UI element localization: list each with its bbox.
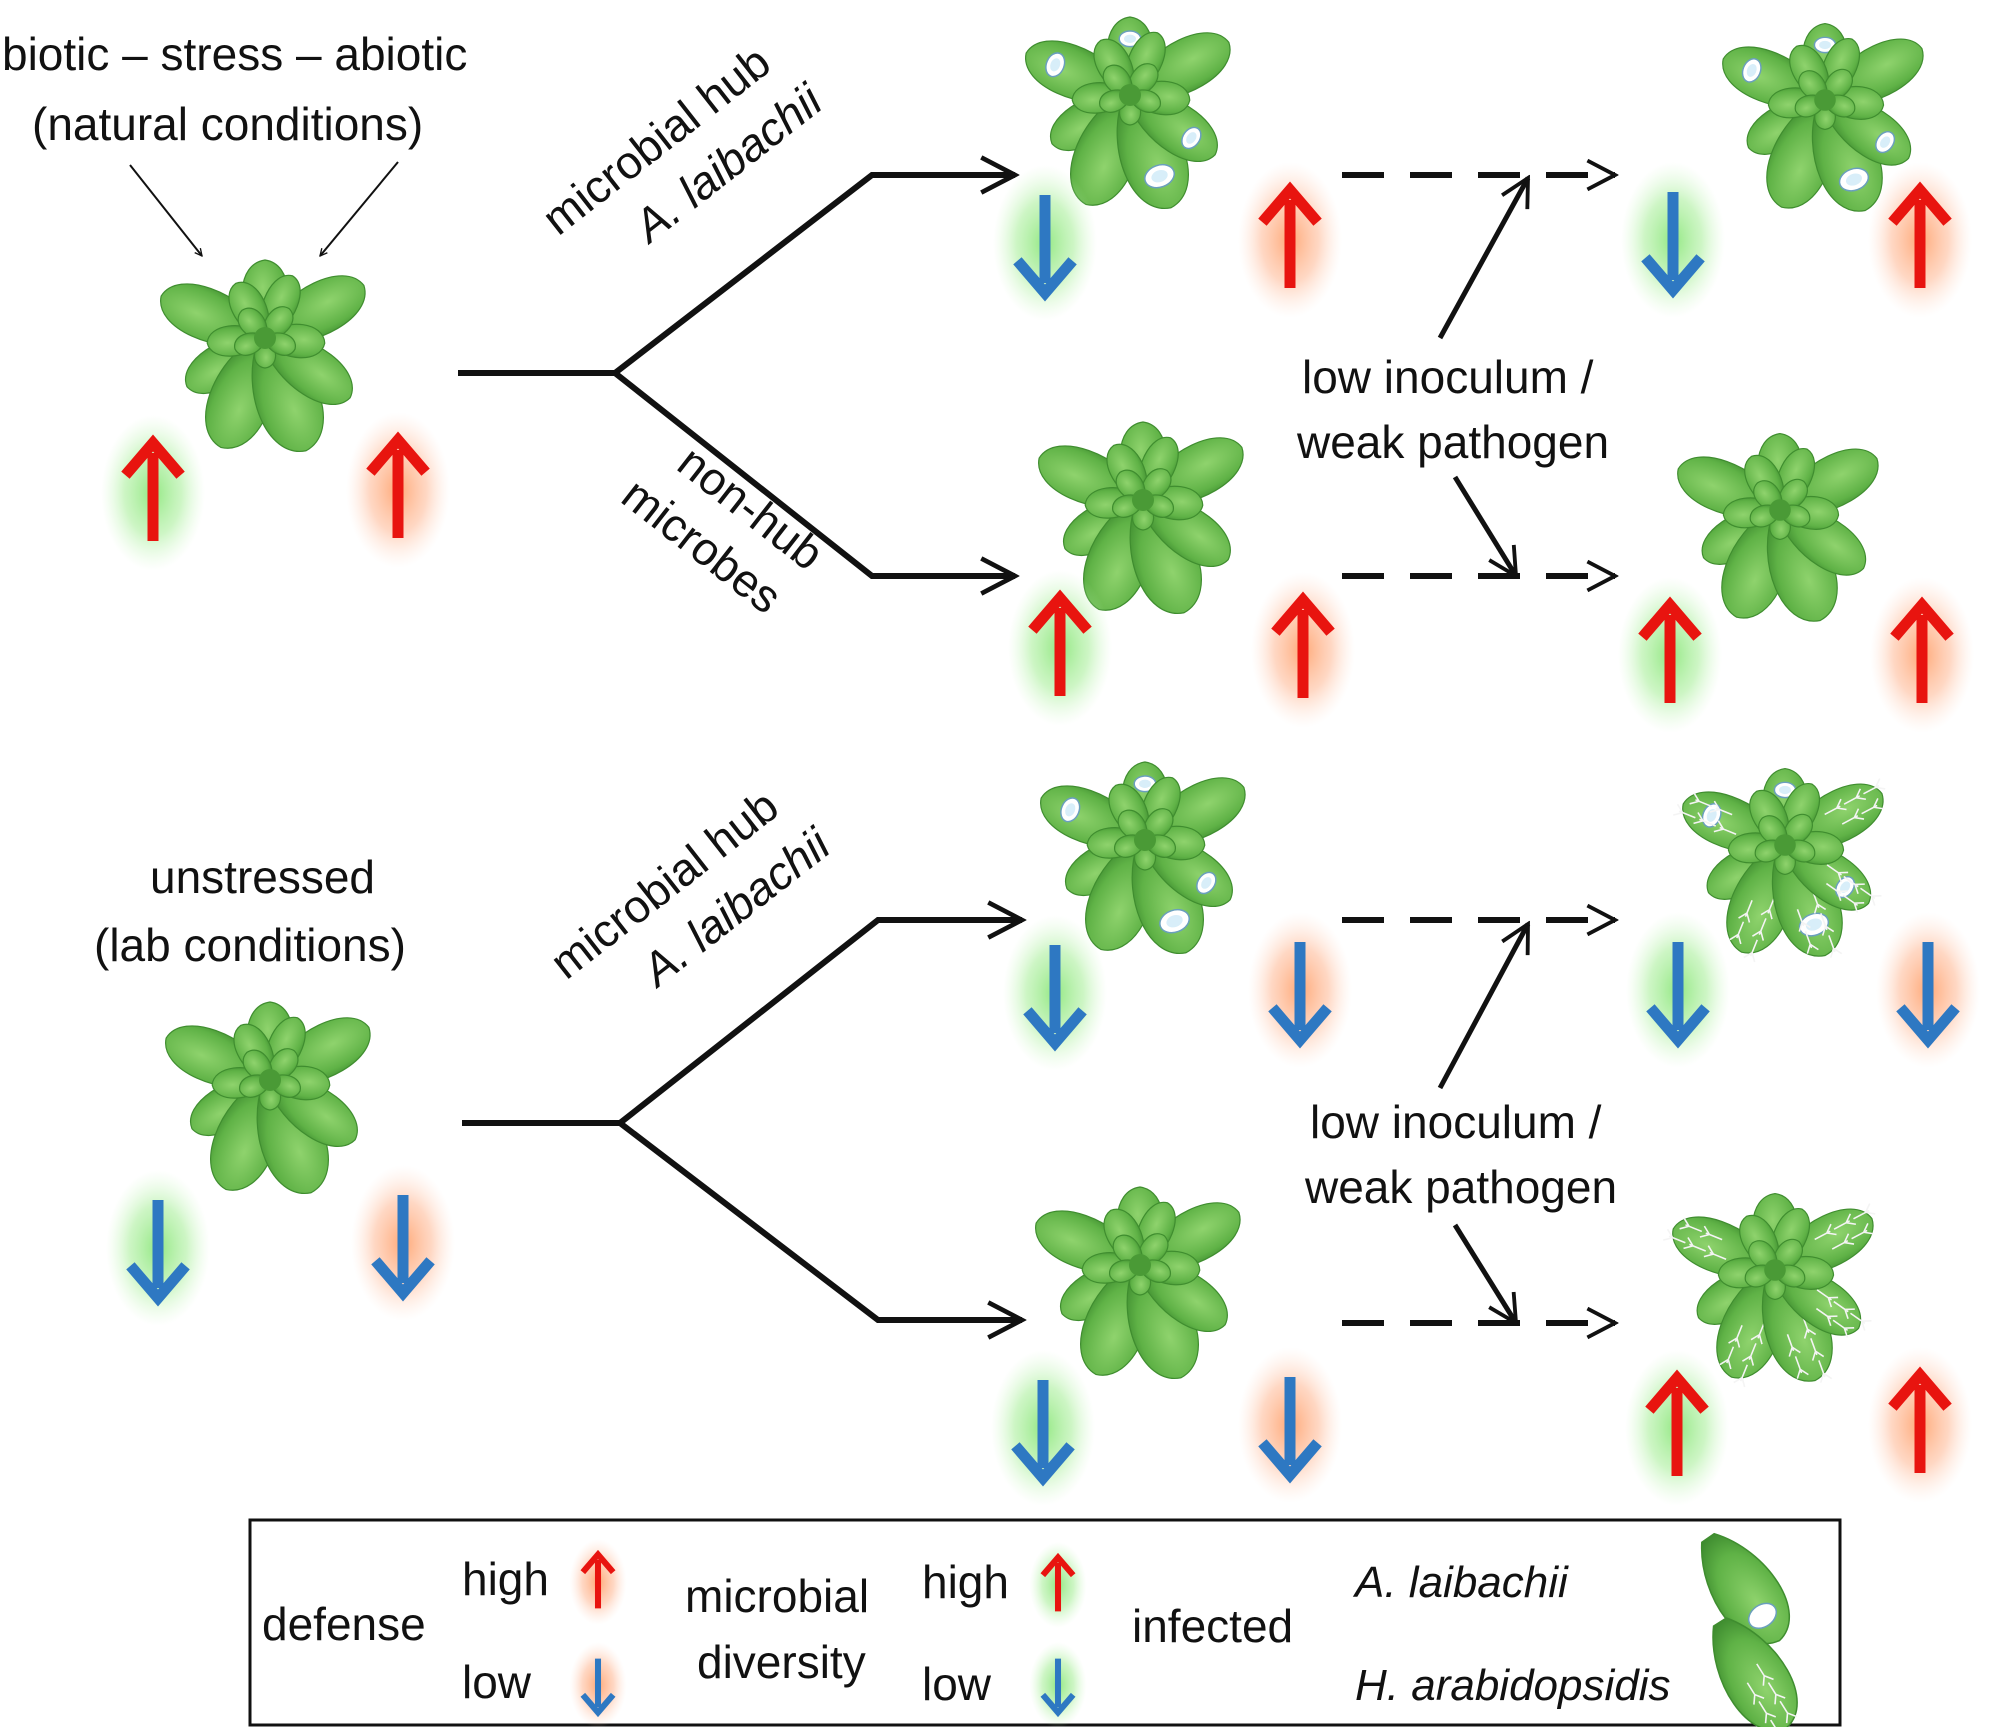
legend-diversity-low-icon — [1029, 1642, 1087, 1728]
legend-infected-label: infected — [1132, 1600, 1293, 1652]
diversity-high-indicator — [1625, 1350, 1729, 1506]
defense-high-indicator — [1868, 162, 1972, 318]
plant-bottom-nonhub-result — [1662, 1192, 1876, 1388]
legend-diversity-high: high — [922, 1556, 1009, 1608]
legend-diversity-high-icon — [1029, 1542, 1087, 1628]
diversity-low-indicator — [993, 165, 1097, 321]
top-hub-label: microbial hub A. laibachii — [532, 35, 832, 253]
diversity-low-indicator — [1626, 912, 1730, 1068]
legend-defense-high-icon — [569, 1539, 627, 1625]
legend-diversity-line2: diversity — [697, 1636, 866, 1688]
natural-conditions-label: (natural conditions) — [32, 98, 423, 150]
legend-icons — [569, 1532, 1798, 1732]
legend-defense-low: low — [462, 1656, 532, 1708]
legend-defense-label: defense — [262, 1598, 426, 1650]
stress-label: biotic – stress – abiotic — [2, 28, 467, 80]
legend-defense-high: high — [462, 1553, 549, 1605]
defense-low-indicator — [351, 1165, 455, 1321]
plant-top-nonhub-result — [1677, 432, 1879, 622]
bottom-hub-label: microbial hub A. laibachii — [540, 779, 840, 997]
diversity-high-indicator — [1618, 577, 1722, 733]
unstressed-label: unstressed — [150, 851, 375, 903]
stress-arrow-right — [320, 161, 399, 256]
plant-top-hub — [1025, 16, 1231, 209]
diversity-high-indicator — [101, 415, 205, 571]
legend-diversity-low: low — [922, 1658, 992, 1710]
defense-high-indicator — [1251, 572, 1355, 728]
defense-low-indicator — [1238, 1347, 1342, 1503]
defense-high-indicator — [346, 412, 450, 568]
diversity-high-indicator — [1008, 570, 1112, 726]
top-nonhub-label: non-hub microbes — [613, 435, 834, 623]
diversity-low-indicator — [991, 1350, 1095, 1506]
legend-defense-low-icon — [569, 1642, 627, 1728]
plants-layer — [160, 16, 1924, 1388]
plant-unstressed — [165, 1001, 371, 1194]
bottom-inoculum-line2: weak pathogen — [1304, 1161, 1617, 1213]
plant-bottom-hub — [1040, 761, 1246, 954]
defense-high-indicator — [1868, 1347, 1972, 1503]
legend-albugo-label: A. laibachii — [1352, 1558, 1569, 1607]
legend-diversity-line1: microbial — [685, 1570, 869, 1622]
diversity-low-indicator — [1621, 162, 1725, 318]
top-inoculum-line1: low inoculum / — [1302, 351, 1594, 403]
plant-top-nonhub — [1038, 421, 1244, 614]
top-branch-lines — [458, 175, 1015, 576]
indicators-layer — [101, 162, 1980, 1506]
bottom-dashed-arrows — [1342, 920, 1615, 1323]
diversity-low-indicator — [106, 1170, 210, 1326]
plant-bottom-hub-result — [1672, 767, 1886, 963]
albugo-leaf-icon — [1701, 1532, 1791, 1645]
bottom-inoculum-line1: low inoculum / — [1310, 1096, 1602, 1148]
top-dashed-arrows — [1342, 175, 1615, 576]
plant-bottom-nonhub — [1035, 1186, 1241, 1379]
defense-high-indicator — [1238, 162, 1342, 318]
diversity-low-indicator — [1003, 915, 1107, 1071]
top-inoculum-line2: weak pathogen — [1296, 416, 1609, 468]
stress-arrow-left — [129, 164, 202, 256]
lab-conditions-label: (lab conditions) — [94, 919, 406, 971]
defense-high-indicator — [1870, 577, 1974, 733]
plant-natural — [160, 259, 366, 452]
defense-low-indicator — [1876, 912, 1980, 1068]
plant-top-hub-result — [1722, 22, 1924, 212]
defense-low-indicator — [1248, 912, 1352, 1068]
bottom-branch-lines — [462, 920, 1022, 1320]
legend-hyalo-label: H. arabidopsidis — [1355, 1661, 1671, 1710]
